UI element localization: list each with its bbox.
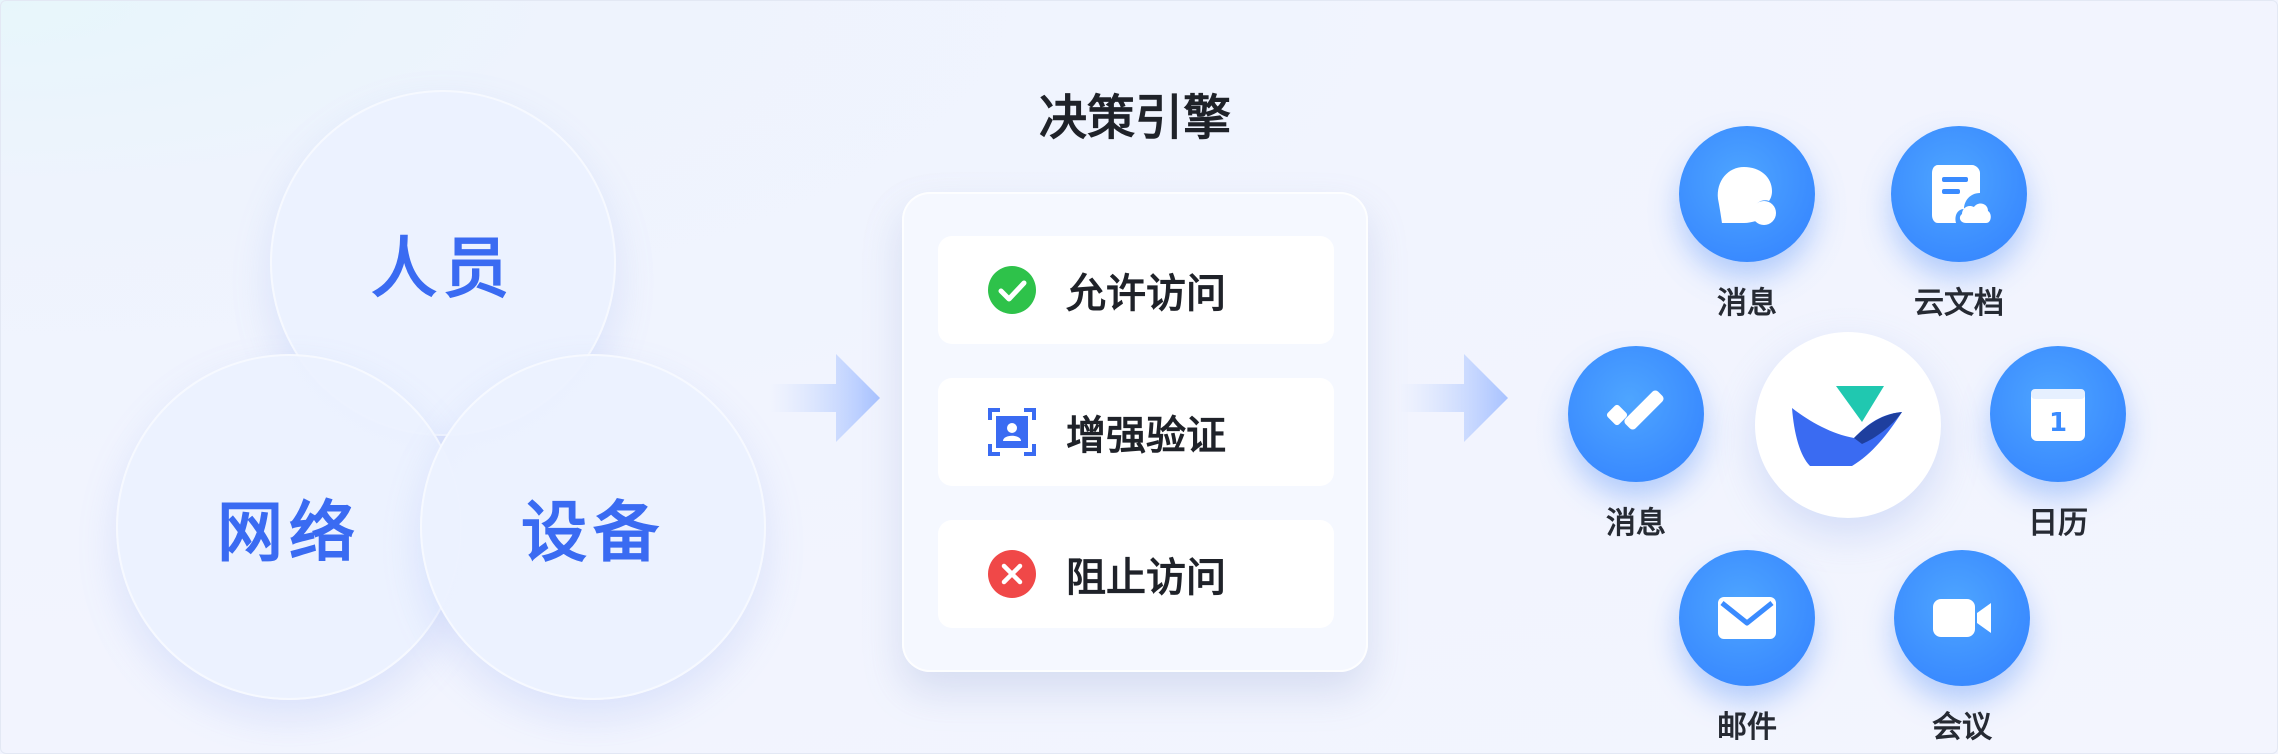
mail-app-label: 邮件 [1717, 710, 1777, 745]
decision-panel: 允许访问 增强验证 阻止访问 [902, 192, 1368, 672]
mail-app-icon [1679, 550, 1815, 686]
x-circle-icon [988, 550, 1036, 598]
calendar-day: 1 [2049, 408, 2067, 438]
enhanced-verify-label: 增强验证 [1066, 413, 1226, 459]
cloud-doc-icon [1932, 165, 1991, 223]
chat-app-icon [1679, 126, 1815, 262]
task-app-icon [1568, 346, 1704, 482]
block-access-option: 阻止访问 [938, 520, 1334, 628]
check-circle-icon [988, 266, 1036, 314]
meeting-app-icon [1894, 550, 2030, 686]
video-camera-icon [1933, 599, 1991, 637]
calendar-icon: 1 [2031, 389, 2085, 441]
chat-app-label: 消息 [1717, 286, 1777, 321]
enhanced-verify-option: 增强验证 [938, 378, 1334, 486]
chat-bubble-icon [1717, 167, 1776, 225]
cloud-doc-app-label: 云文档 [1914, 286, 2004, 321]
app-logo [1755, 332, 1941, 518]
calendar-app-icon: 1 [1990, 346, 2126, 482]
block-access-label: 阻止访问 [1066, 555, 1226, 601]
bird-logo-icon [1792, 386, 1902, 466]
allow-access-label: 允许访问 [1066, 271, 1226, 317]
mail-icon [1718, 597, 1776, 639]
calendar-app-label: 日历 [2028, 506, 2088, 541]
arrow-right-icon [770, 354, 880, 442]
cloud-doc-app-icon [1891, 126, 2027, 262]
network-ring: 网络 [116, 354, 462, 700]
network-label: 网络 [217, 494, 361, 571]
device-label: 设备 [521, 494, 665, 571]
allow-access-option: 允许访问 [938, 236, 1334, 344]
engine-title: 决策引擎 [1038, 90, 1231, 146]
task-app-label: 消息 [1606, 506, 1666, 541]
face-scan-icon [988, 408, 1036, 456]
meeting-app-label: 会议 [1932, 710, 1992, 745]
arrow-right-icon [1398, 354, 1508, 442]
check-task-icon [1606, 390, 1664, 430]
people-label: 人员 [371, 230, 515, 307]
device-ring: 设备 [420, 354, 766, 700]
